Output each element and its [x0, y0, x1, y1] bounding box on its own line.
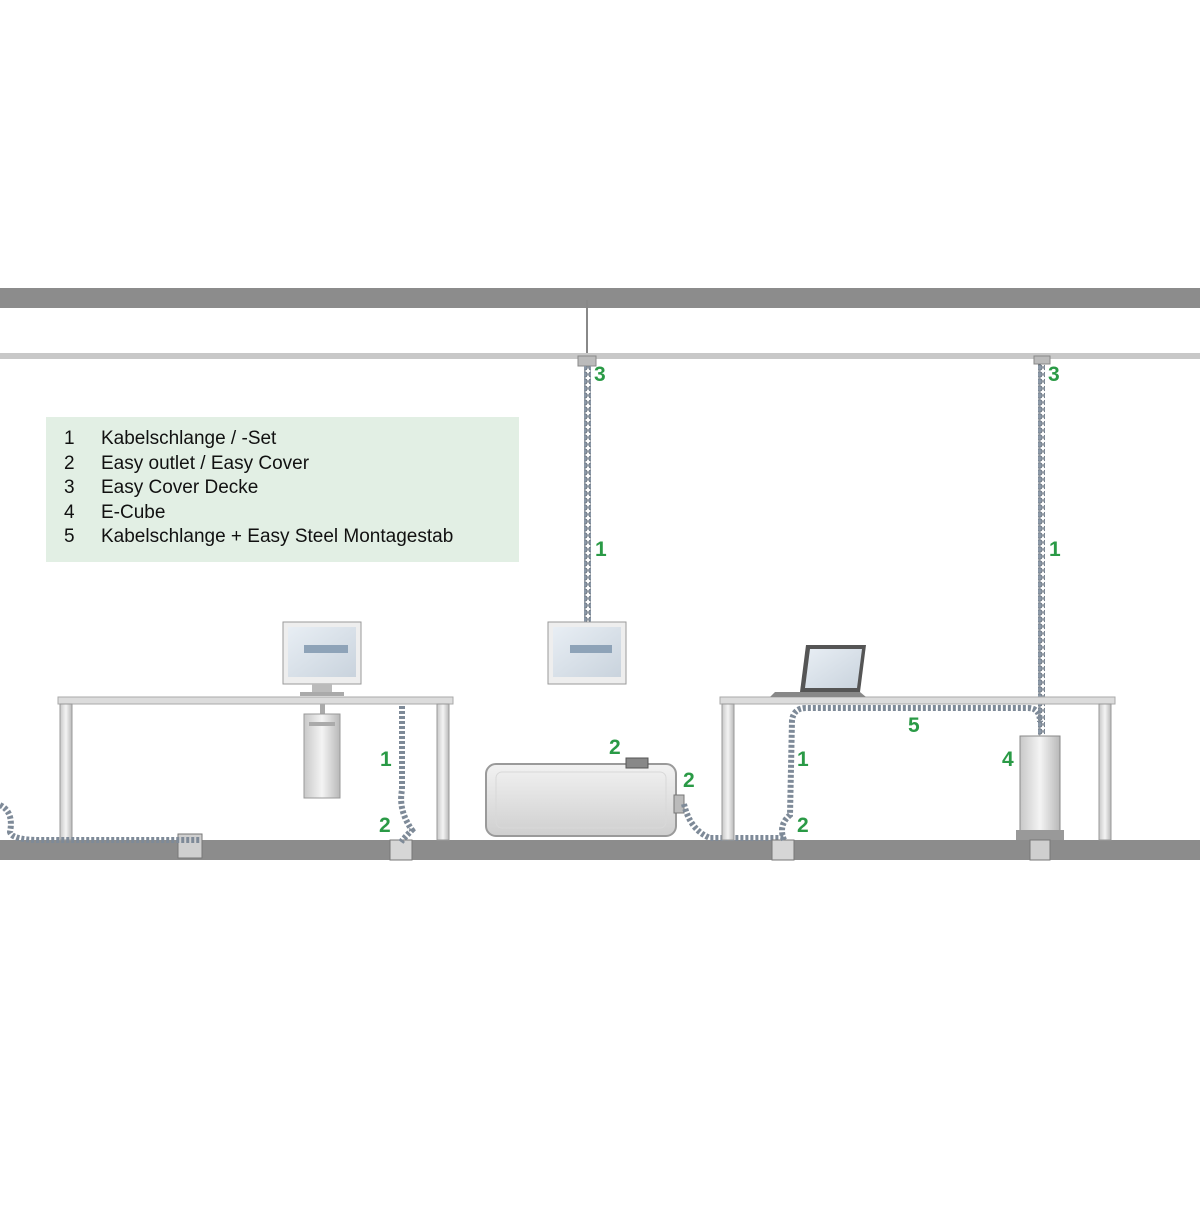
legend-number: 5 — [64, 526, 75, 548]
legend-item: 4 E-Cube — [64, 501, 519, 526]
desk-monitor — [282, 621, 362, 696]
legend-text: Kabelschlange + Easy Steel Montagestab — [101, 526, 454, 548]
desk-right — [719, 696, 1116, 841]
legend-item: 1 Kabelschlange / -Set — [64, 427, 519, 452]
legend-item: 3 Easy Cover Decke — [64, 476, 519, 501]
callout-snake-right-desk: 1 — [797, 748, 809, 771]
ceiling-slab — [0, 288, 1200, 308]
suspended-ceiling — [0, 353, 1200, 359]
floor-cable-center — [681, 803, 785, 841]
floor-outlet-right — [771, 839, 795, 861]
legend-text: Easy outlet / Easy Cover — [101, 452, 310, 474]
legend-item: 5 Kabelschlange + Easy Steel Montagestab — [64, 525, 519, 550]
cable-snake-right — [1038, 364, 1045, 736]
legend-number: 3 — [64, 477, 75, 499]
floor-cover-box — [485, 757, 685, 837]
legend-text: Kabelschlange / -Set — [101, 428, 277, 450]
cable-snake-steel-rod — [779, 705, 1043, 842]
floor-cable-left — [0, 802, 200, 843]
cable-snake-left-desk — [398, 706, 416, 844]
callout-ecube: 4 — [1002, 748, 1014, 771]
floor-slab — [0, 840, 1200, 860]
callout-ceiling-cover-center: 3 — [594, 363, 606, 386]
callout-snake-right: 1 — [1049, 538, 1061, 561]
legend-text: Easy Cover Decke — [101, 477, 259, 499]
e-cube-unit — [1016, 735, 1064, 861]
legend-number: 2 — [64, 452, 75, 474]
legend-number: 4 — [64, 501, 75, 523]
callout-outlet-left-desk: 2 — [379, 814, 391, 837]
callout-cover-box-side: 2 — [683, 769, 695, 792]
legend-panel: 1 Kabelschlange / -Set 2 Easy outlet / Eas… — [46, 417, 519, 562]
legend-text: E-Cube — [101, 501, 166, 523]
floor-outlet-left — [389, 839, 413, 861]
desk-left — [57, 696, 454, 841]
cable-snake-center — [584, 366, 591, 624]
callout-ceiling-cover-right: 3 — [1048, 363, 1060, 386]
hanging-monitor — [547, 621, 627, 685]
pc-tower — [303, 704, 341, 799]
callout-outlet-right-desk: 2 — [797, 814, 809, 837]
callout-cover-box-top: 2 — [609, 736, 621, 759]
laptop — [770, 645, 866, 697]
callout-snake-steel-rod: 5 — [908, 714, 920, 737]
legend-number: 1 — [64, 428, 75, 450]
callout-snake-left-desk: 1 — [380, 748, 392, 771]
callout-snake-center: 1 — [595, 538, 607, 561]
legend-item: 2 Easy outlet / Easy Cover — [64, 452, 519, 477]
